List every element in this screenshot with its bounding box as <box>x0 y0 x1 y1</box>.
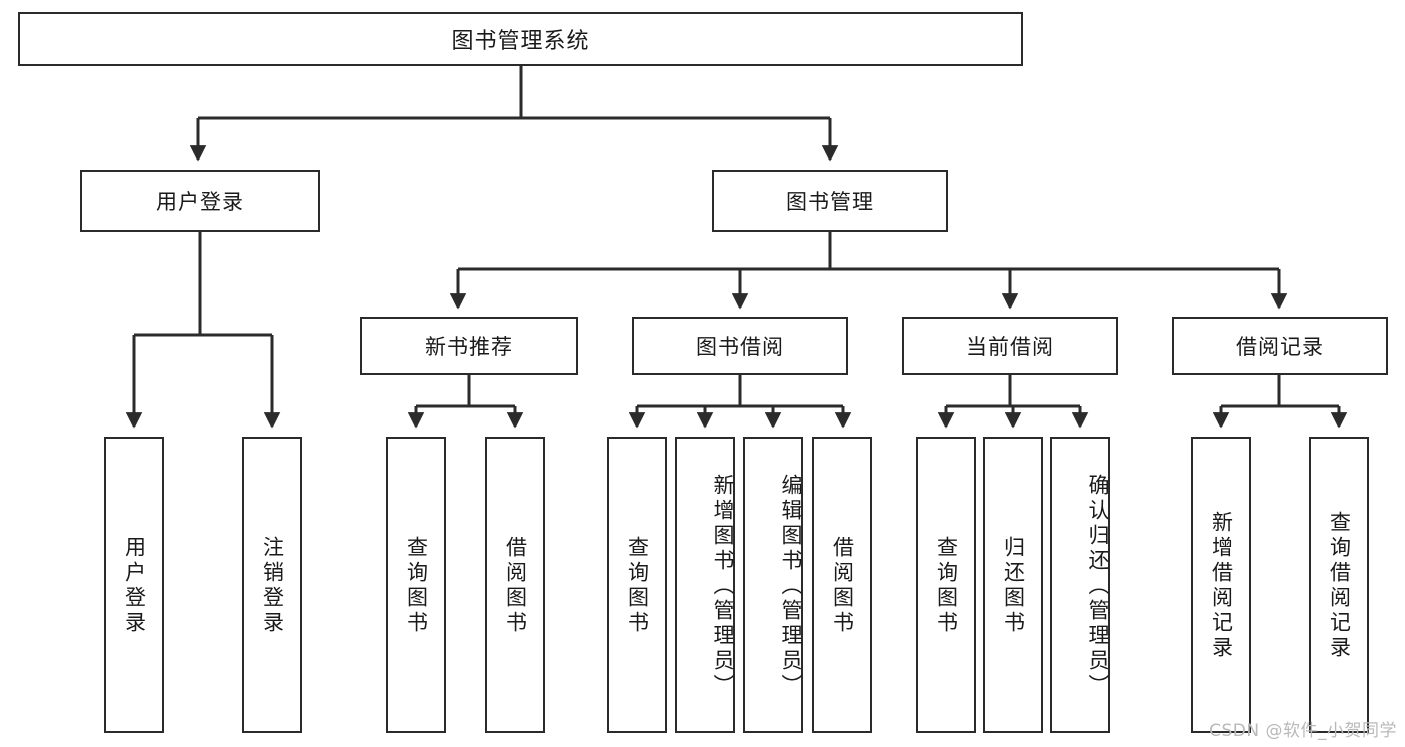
leaf-edit-book-admin[interactable]: 编辑图书（管理员） <box>743 437 803 733</box>
leaf-borrow-book[interactable]: 借阅图书 <box>812 437 872 733</box>
leaf-return-book[interactable]: 归还图书 <box>983 437 1043 733</box>
node-borrowing-record[interactable]: 借阅记录 <box>1172 317 1388 375</box>
leaf-query-book-borrow[interactable]: 查询图书 <box>607 437 667 733</box>
leaf-add-borrowing-record[interactable]: 新增借阅记录 <box>1191 437 1251 733</box>
leaf-query-book-current[interactable]: 查询图书 <box>916 437 976 733</box>
leaf-confirm-return-admin[interactable]: 确认归还（管理员） <box>1050 437 1110 733</box>
node-book-borrowing[interactable]: 图书借阅 <box>632 317 848 375</box>
leaf-add-book-admin[interactable]: 新增图书（管理员） <box>675 437 735 733</box>
node-new-book-recommendation[interactable]: 新书推荐 <box>360 317 578 375</box>
node-current-borrowing[interactable]: 当前借阅 <box>902 317 1118 375</box>
node-book-management[interactable]: 图书管理 <box>712 170 948 232</box>
leaf-borrow-book-new[interactable]: 借阅图书 <box>485 437 545 733</box>
leaf-query-borrowing-record[interactable]: 查询借阅记录 <box>1309 437 1369 733</box>
leaf-user-login[interactable]: 用户登录 <box>104 437 164 733</box>
leaf-query-book-new[interactable]: 查询图书 <box>386 437 446 733</box>
node-user-login[interactable]: 用户登录 <box>80 170 320 232</box>
node-root-library-management-system[interactable]: 图书管理系统 <box>18 12 1023 66</box>
leaf-logout[interactable]: 注销登录 <box>242 437 302 733</box>
